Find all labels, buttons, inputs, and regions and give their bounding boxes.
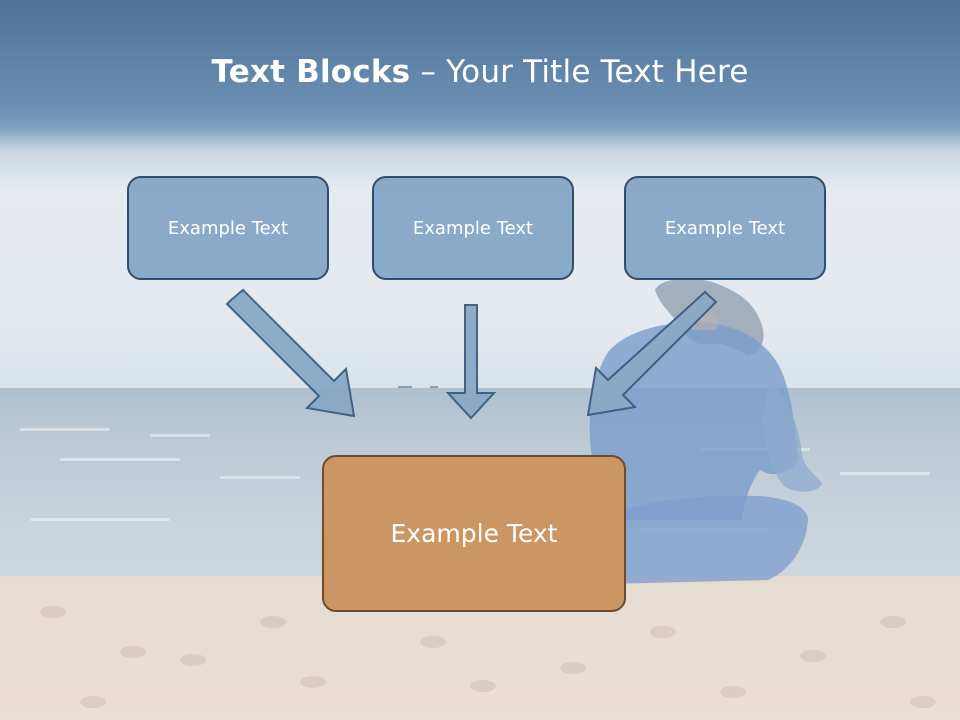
target-text-block[interactable]: Example Text	[322, 455, 626, 612]
distant-ship	[430, 386, 438, 388]
title-bold-text: Text Blocks	[211, 54, 411, 90]
sand	[0, 576, 960, 720]
title-rest-text: Your Title Text Here	[446, 54, 749, 90]
text-block-label: Example Text	[664, 217, 786, 239]
text-block-label: Example Text	[412, 217, 534, 239]
text-block-1[interactable]: Example Text	[127, 176, 329, 280]
title-dash: –	[410, 54, 447, 90]
distant-ship	[398, 386, 412, 388]
text-block-2[interactable]: Example Text	[372, 176, 574, 280]
target-block-label: Example Text	[390, 519, 558, 548]
text-block-label: Example Text	[167, 217, 289, 239]
text-block-3[interactable]: Example Text	[624, 176, 826, 280]
slide-title: Text Blocks – Your Title Text Here	[0, 54, 960, 90]
